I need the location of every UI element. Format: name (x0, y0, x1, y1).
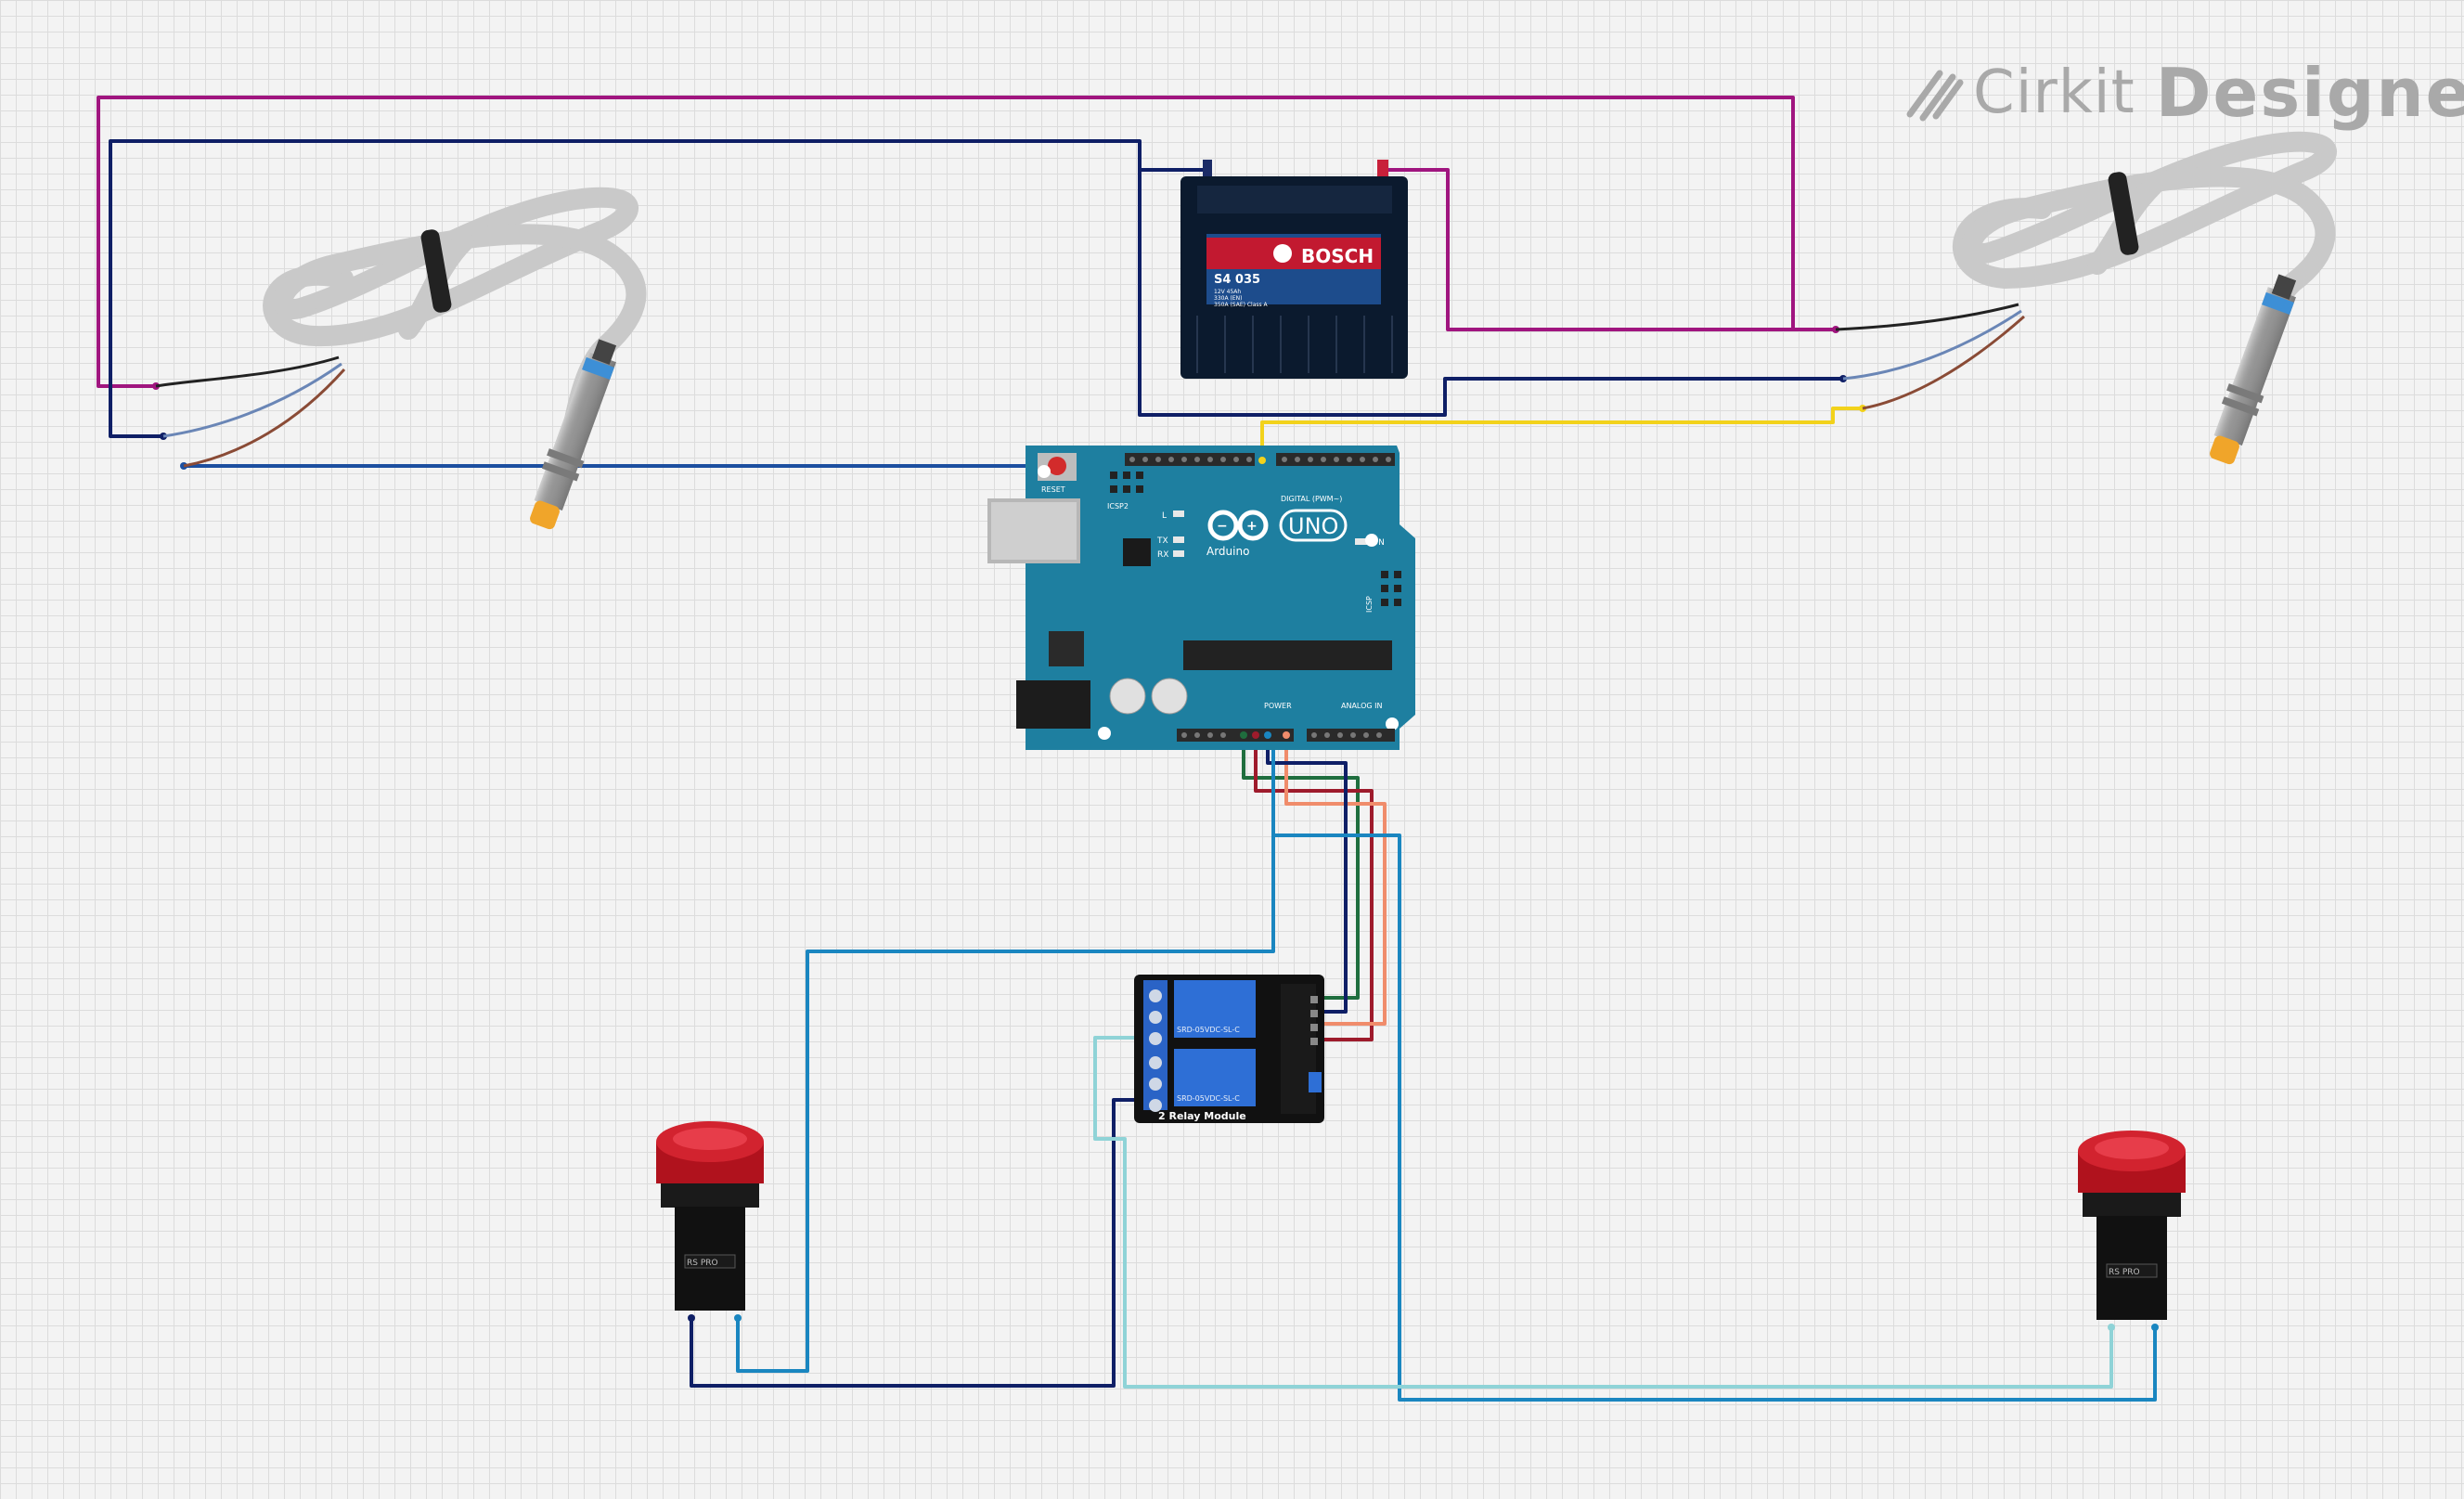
brand-cirkit-text: Cirkit (1973, 58, 2135, 127)
capacitor-2 (1151, 678, 1188, 715)
battery-model: S4 035 (1214, 273, 1260, 287)
wire-endpoints (152, 326, 1866, 470)
dc-barrel-jack (1016, 680, 1090, 729)
rx-label: RX (1157, 550, 1168, 560)
digital-pwm-label: DIGITAL (PWM~) (1281, 495, 1342, 503)
icsp2-label: ICSP2 (1107, 502, 1129, 510)
lamp-right-badge: RS PRO (2109, 1268, 2140, 1277)
tx-label: TX (1156, 536, 1168, 546)
proximity-sensor-left[interactable] (155, 187, 647, 533)
usb-chip (1123, 538, 1151, 566)
battery-spec-2: 330A (EN) (1214, 295, 1242, 302)
wire-lightcyan-lamp-right[interactable] (1093, 1036, 2113, 1389)
uno-label: UNO (1288, 513, 1338, 539)
wire-cyan-lamp-right[interactable] (1271, 731, 2157, 1402)
indicator-lamp-right[interactable]: RS PRO (2078, 1131, 2186, 1331)
power-header-label: POWER (1264, 702, 1292, 710)
relay-module-label: 2 Relay Module (1158, 1110, 1246, 1122)
wire-cyan-lamp-left[interactable] (736, 731, 1275, 1373)
svg-text:+: + (1246, 519, 1258, 534)
capacitor-1 (1109, 678, 1146, 715)
relay-2-text: SRD-05VDC-SL-C (1177, 1094, 1240, 1103)
car-battery[interactable]: BOSCH S4 035 12V 45Ah 330A (EN) 350A (SA… (1180, 160, 1408, 379)
proximity-sensor-right[interactable] (1835, 131, 2337, 468)
battery-spec-1: 12V 45Ah (1214, 289, 1241, 295)
brand-designer-text: Designer (2155, 54, 2464, 132)
wire-navy-lamp-left[interactable] (690, 1098, 1160, 1388)
relay-1-text: SRD-05VDC-SL-C (1177, 1026, 1240, 1034)
wire-magenta-battery[interactable] (1383, 168, 1838, 331)
wire-red-relay[interactable] (1254, 731, 1374, 1041)
reset-label: RESET (1041, 485, 1065, 494)
cirkit-logo-icon (1906, 70, 1964, 122)
analog-in-label: ANALOG IN (1341, 702, 1383, 710)
cirkit-designer-logo: Cirkit Designer (1903, 46, 2464, 139)
power-header[interactable] (1177, 729, 1294, 742)
relay-1 (1174, 980, 1256, 1038)
on-led-label: ON (1372, 538, 1385, 548)
indicator-lamp-left[interactable]: RS PRO (656, 1121, 764, 1322)
digital-header-1[interactable] (1125, 453, 1255, 466)
wire-navy-right[interactable] (1138, 168, 1845, 417)
l-led-label: L (1162, 511, 1167, 521)
lamp-left-badge: RS PRO (687, 1259, 718, 1268)
arduino-uno-board[interactable]: RESET ICSP2 DIGITAL (PWM~) L TX RX − + U… (987, 446, 1415, 750)
arduino-brand-label: Arduino (1206, 545, 1249, 558)
battery-brand: BOSCH (1301, 245, 1374, 267)
two-relay-module[interactable]: SRD-05VDC-SL-C SRD-05VDC-SL-C 2 Relay Mo… (1134, 975, 1324, 1123)
relay-2 (1174, 1049, 1256, 1106)
voltage-regulator (1049, 631, 1084, 666)
arduino-infinity-logo (1207, 510, 1269, 541)
wire-navy-left[interactable] (109, 139, 1205, 438)
wire-salmon-relay[interactable] (1284, 731, 1387, 1026)
battery-spec-3: 350A (SAE) Class A (1214, 302, 1269, 308)
icsp-label: ICSP (1365, 596, 1374, 613)
wire-yellow-signal[interactable] (1260, 407, 1864, 462)
atmega-chip (1183, 640, 1392, 670)
wire-navy-gnd[interactable] (1266, 731, 1348, 1014)
svg-text:−: − (1217, 519, 1228, 534)
wire-green-relay[interactable] (1242, 731, 1360, 1000)
